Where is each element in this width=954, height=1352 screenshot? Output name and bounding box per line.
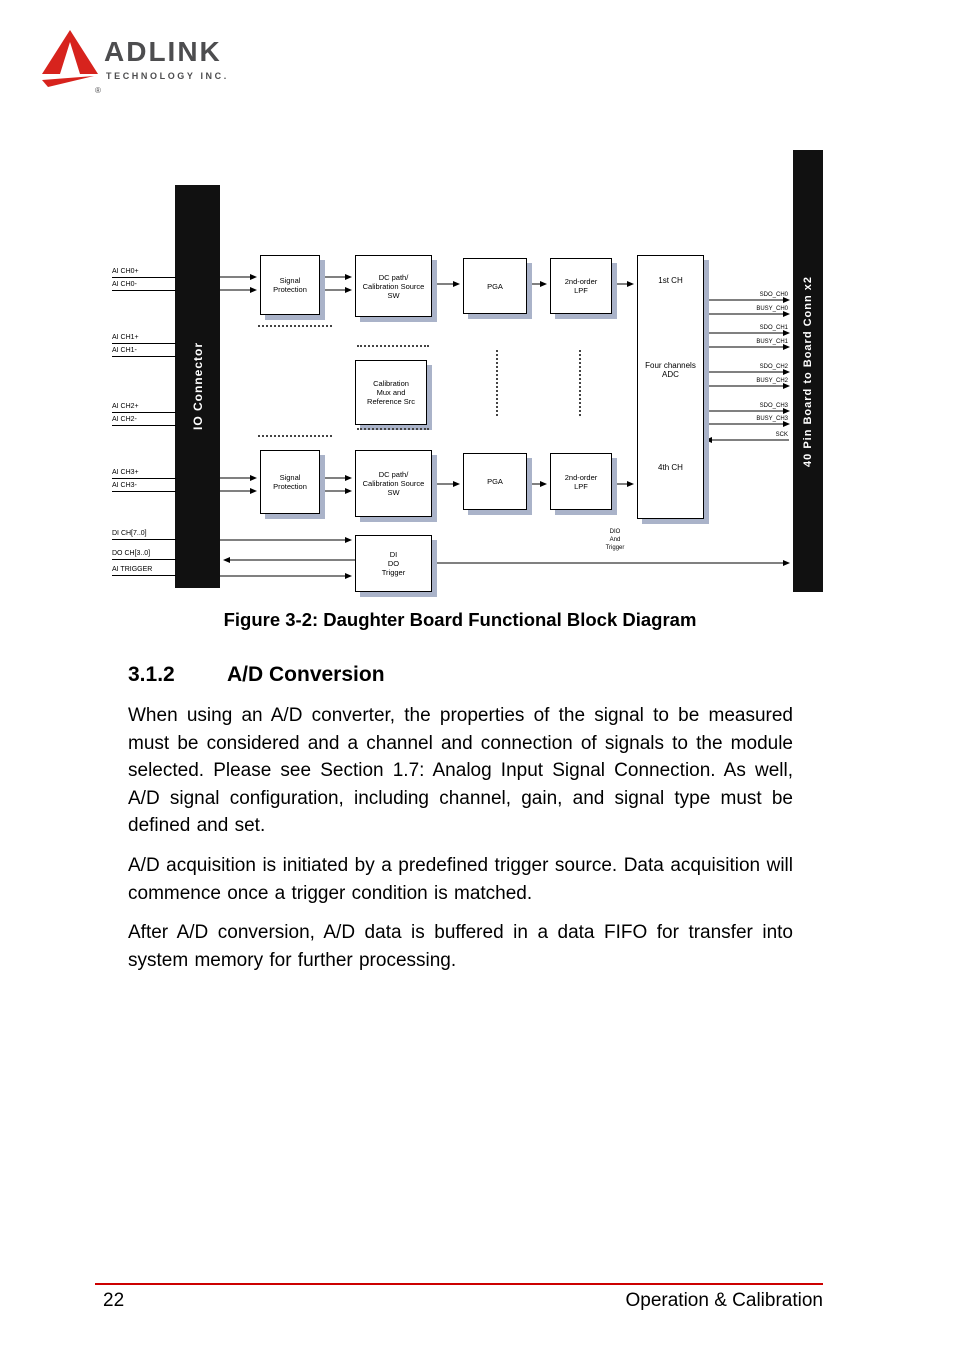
section-title: A/D Conversion [227,663,385,686]
board-to-board-connector-bar: 40 Pin Board to Board Conn x2 [793,150,823,592]
io-connector-bar: IO Connector [175,185,220,588]
figure-caption: Figure 3-2: Daughter Board Functional Bl… [223,609,697,630]
diagram-wires [220,274,790,579]
cal-mux-block: Calibration Mux and Reference Src [355,360,427,425]
lpf-block-ch0: 2nd-order LPF [550,258,612,314]
logo-brand-text: ADLINK [104,36,222,67]
bus-label-busy-ch0: BUSY_CH0 [756,306,788,312]
bus-label-sdo-ch1: SDO_CH1 [759,325,788,331]
section-heading: 3.1.2 A/D Conversion [128,663,385,687]
dotted-separator [357,345,429,347]
dotted-separator [357,428,429,430]
dc-path-block-ch3: DC path/ Calibration Source SW [355,450,432,517]
signal-protection-block-ch3: Signal Protection [260,450,320,514]
signal-label-do-ch: DO CH[3..0] [112,550,176,560]
paragraph: When using an A/D converter, the propert… [128,705,793,837]
footer-rule [95,1283,823,1285]
pga-block-ch0: PGA [463,258,527,314]
registered-trademark-icon: ® [95,86,101,95]
signal-label-ai-ch3-neg: AI CH3- [112,482,176,492]
pga-block-ch3: PGA [463,453,527,510]
adlink-logo: ADLINK TECHNOLOGY INC. ® [42,30,302,100]
dotted-separator [496,350,498,416]
dotted-separator [579,350,581,416]
signal-label-ai-trigger: AI TRIGGER [112,566,176,576]
signal-label-ai-ch3-pos: AI CH3+ [112,469,176,479]
signal-label-ai-ch0-neg: AI CH0- [112,281,176,291]
functional-block-diagram: IO Connector 40 Pin Board to Board Conn … [0,0,954,600]
bus-label-sdo-ch3: SDO_CH3 [759,403,788,409]
signal-label-ai-ch2-pos: AI CH2+ [112,403,176,413]
signal-label-ai-ch0-pos: AI CH0+ [112,268,176,278]
bus-label-busy-ch1: BUSY_CH1 [756,339,788,345]
signal-label-ai-ch2-neg: AI CH2- [112,416,176,426]
signal-label-ai-ch1-pos: AI CH1+ [112,334,176,344]
footer-section-name: Operation & Calibration [625,1290,824,1311]
adc-block: 1st CH Four channels ADC 4th CH [637,255,704,519]
bus-label-busy-ch2: BUSY_CH2 [756,378,788,384]
bus-label-busy-ch3: BUSY_CH3 [756,416,788,422]
page-number: 22 [103,1290,125,1311]
io-connector-label: IO Connector [190,342,205,431]
adc-fourth-channel-label: 4th CH [658,463,683,472]
body-text: When using an A/D converter, the propert… [128,702,793,986]
dotted-separator [258,325,332,327]
bus-label-sdo-ch2: SDO_CH2 [759,364,788,370]
signal-label-di-ch: DI CH[7..0] [112,530,176,540]
lpf-block-ch3: 2nd-order LPF [550,453,612,510]
bus-label-sdo-ch0: SDO_CH0 [759,292,788,298]
section-number: 3.1.2 [128,663,175,686]
dotted-separator [258,435,332,437]
adc-first-channel-label: 1st CH [658,276,683,285]
adc-title-label: Four channels ADC [645,361,696,379]
adlink-triangle-icon [42,30,98,87]
paragraph: After A/D conversion, A/D data is buffer… [128,922,793,971]
dc-path-block-ch0: DC path/ Calibration Source SW [355,255,432,317]
signal-label-ai-ch1-neg: AI CH1- [112,347,176,357]
bus-label-sck: SCK [775,432,788,438]
di-do-trigger-block: DI DO Trigger [355,535,432,592]
signal-protection-block-ch0: Signal Protection [260,255,320,315]
dio-and-trigger-label: DIO And Trigger [605,529,625,551]
board-connector-label: 40 Pin Board to Board Conn x2 [802,275,814,467]
paragraph: A/D acquisition is initiated by a predef… [128,854,793,904]
logo-subtitle-text: TECHNOLOGY INC. [106,71,229,81]
